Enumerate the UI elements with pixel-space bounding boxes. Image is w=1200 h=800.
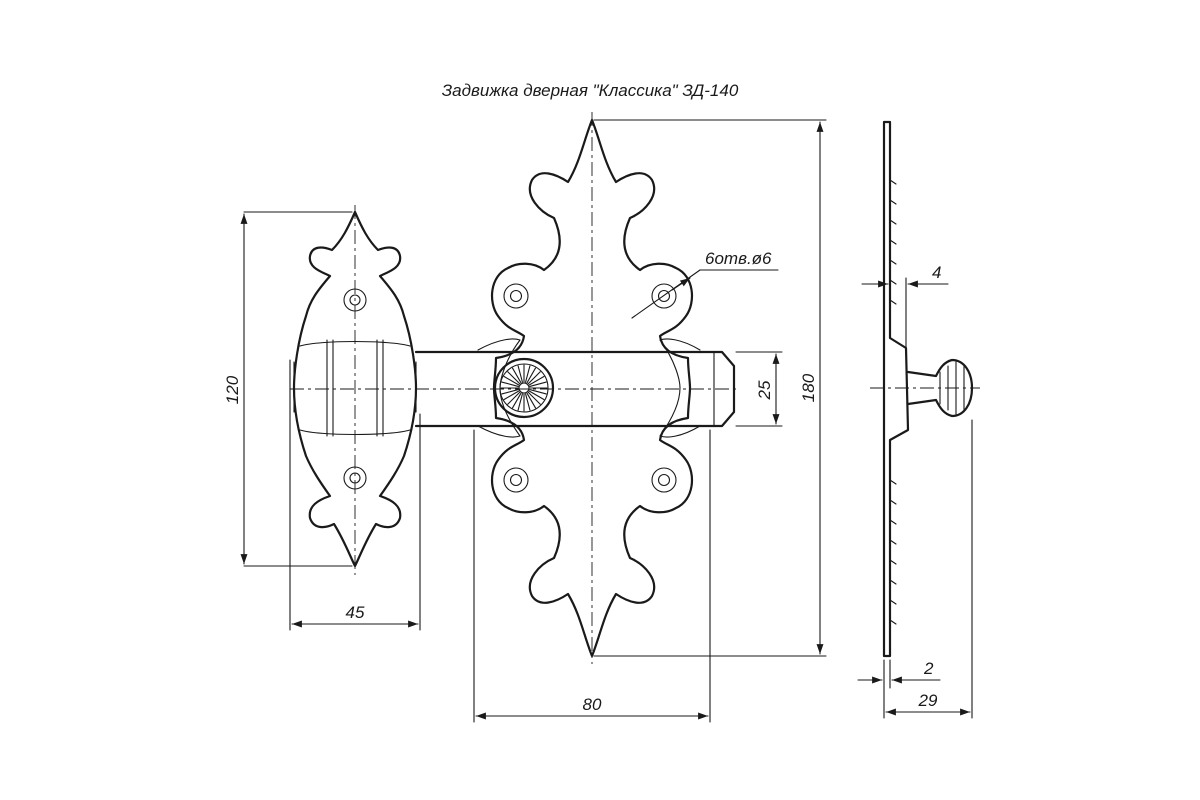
side-plate [882,120,910,658]
drawing-title: Задвижка дверная "Классика" ЗД-140 [442,81,739,100]
svg-text:2: 2 [923,659,934,678]
dim-side-plate: 2 [857,659,941,719]
bolt [290,350,740,428]
dim-plate-width: 80 [473,429,711,723]
dim-bolt-width: 25 [735,351,783,427]
svg-text:120: 120 [223,375,242,404]
keeper-plate [292,205,418,575]
svg-text:45: 45 [346,603,365,622]
dim-keeper-width: 45 [289,359,421,631]
side-view [870,120,980,658]
dim-keeper-height: 120 [223,211,353,567]
knob-rosette [493,357,555,419]
svg-text:80: 80 [583,695,602,714]
svg-text:29: 29 [918,691,938,710]
dim-side-depth: 29 [885,419,973,719]
main-plate [477,112,701,664]
keeper-bridge [293,339,417,437]
dim-side-thickness: 4 [861,263,949,349]
svg-text:25: 25 [755,380,774,400]
plate-holes [503,283,677,493]
svg-text:180: 180 [799,373,818,402]
dim-holes-note: 6отв.ø6 [631,249,779,319]
svg-text:6отв.ø6: 6отв.ø6 [705,249,772,268]
bolt-guide-right [659,338,701,438]
svg-text:4: 4 [932,263,941,282]
